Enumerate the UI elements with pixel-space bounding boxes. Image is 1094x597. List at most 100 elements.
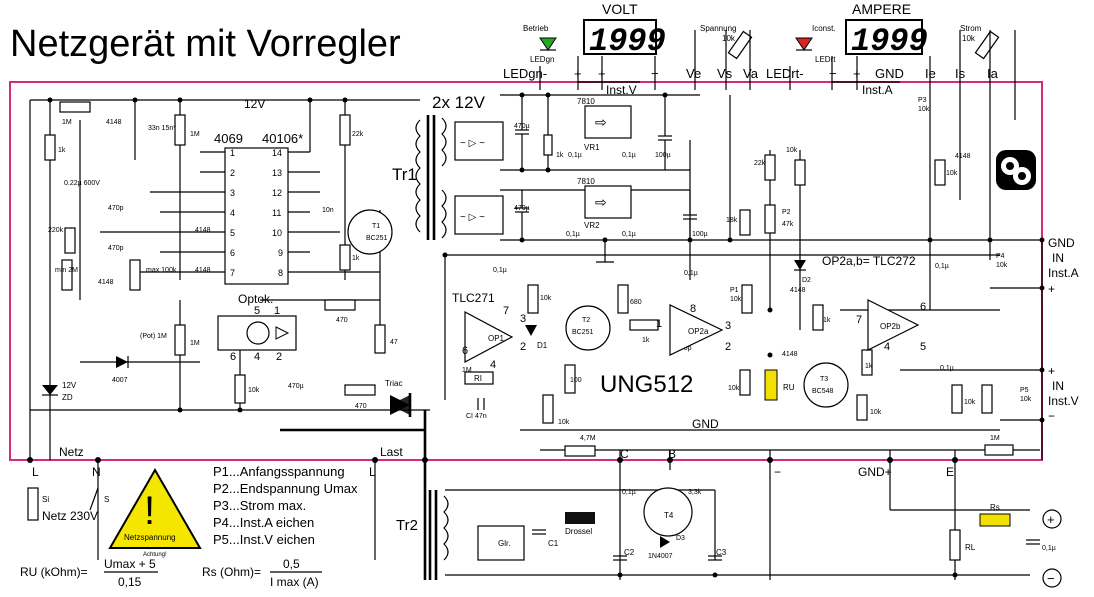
svg-text:OP2b: OP2b <box>880 322 901 331</box>
tlc271-label: TLC271 <box>452 291 495 305</box>
transformer-voltage-label: 2x 12V <box>432 93 486 112</box>
op1-pin3: 3 <box>520 313 526 325</box>
svg-text:T1: T1 <box>372 223 380 230</box>
ledrt-label: LEDrt <box>815 55 836 64</box>
ic-4069-label: 4069 <box>214 131 243 146</box>
betrieb-label: Betrieb <box>523 24 549 33</box>
c01u-b-label: 0,1µ <box>622 152 636 159</box>
transistor-t3-icon: T3 BC548 <box>803 362 849 408</box>
mains-label: Netz 230V <box>42 509 98 523</box>
triac-icon <box>390 393 412 417</box>
transistor-t2-icon: T2 BC251 <box>565 305 611 351</box>
svg-text:1k: 1k <box>642 337 650 344</box>
pot-legend: P1...Anfangsspannung P2...Endspannung Um… <box>213 464 358 547</box>
svg-text:4007: 4007 <box>112 377 128 384</box>
svg-text:2: 2 <box>276 351 282 363</box>
svg-text:4,7M: 4,7M <box>580 435 596 442</box>
ri-label: RI <box>474 374 482 383</box>
op2a-pin8: 8 <box>690 303 696 315</box>
svg-text:18k: 18k <box>726 217 738 224</box>
svg-text:OP2a: OP2a <box>688 327 709 336</box>
op2a-pin1: 1 <box>656 318 662 330</box>
terminal-is: Is <box>955 66 966 81</box>
vr2-type: 7810 <box>577 177 595 186</box>
svg-text:⇨: ⇨ <box>595 194 607 210</box>
svg-text:1k: 1k <box>58 147 66 154</box>
svg-text:10k: 10k <box>870 409 882 416</box>
led-green-icon <box>539 37 557 51</box>
svg-text:S: S <box>104 495 109 504</box>
node-e: E <box>946 465 954 479</box>
in-inst-v-label-1: IN <box>1052 379 1064 393</box>
output-terminal-plus-icon: + <box>1042 509 1062 529</box>
formula-ru: RU (kOhm)= Umax + 5 0,15 <box>20 557 158 589</box>
spannung-label: Spannung <box>700 24 736 33</box>
capacitor-c3: C3 <box>708 548 727 561</box>
svg-text:Glr.: Glr. <box>498 539 510 548</box>
svg-text:1: 1 <box>230 148 235 158</box>
terminal-ve: Ve <box>686 66 701 81</box>
svg-text:D3: D3 <box>676 535 685 542</box>
svg-text:1k: 1k <box>352 255 360 262</box>
legend-p5: P5...Inst.V eichen <box>213 532 315 547</box>
svg-text:47k: 47k <box>782 221 794 228</box>
ic-pin-labels: 1 2 3 4 5 6 7 14 13 12 11 10 9 8 <box>230 148 283 278</box>
op1-pin6: 6 <box>462 345 468 357</box>
output-terminal-minus-icon: − <box>1042 568 1062 588</box>
zd-label: 12V <box>62 381 77 390</box>
terminal-plus-2: + <box>598 66 606 81</box>
op2b-pin5: 5 <box>920 341 926 353</box>
terminal-plus-3: + <box>853 66 861 81</box>
ic-40106-label: 40106* <box>262 131 303 146</box>
svg-text:47: 47 <box>390 339 398 346</box>
node-n: N <box>92 465 101 479</box>
terminal-ie: Ie <box>925 66 936 81</box>
diode-4007-icon <box>80 356 200 368</box>
diode-d2-icon: D2 <box>794 260 811 284</box>
svg-text:RU (kOhm)=: RU (kOhm)= <box>20 565 88 579</box>
svg-text:1N4007: 1N4007 <box>648 553 673 560</box>
svg-text:0,1µ: 0,1µ <box>935 263 949 270</box>
svg-text:10k: 10k <box>730 296 742 303</box>
led-red-icon <box>795 37 813 51</box>
svg-text:(Pot) 1M: (Pot) 1M <box>140 333 167 340</box>
right-resistors <box>739 154 1014 456</box>
c01u-a-label: 0,1µ <box>568 152 582 159</box>
drossel-label: Drossel <box>565 527 592 536</box>
optok-label: Optok. <box>238 292 273 306</box>
warning-icon: ! Netzspannung Achtung! <box>108 467 202 558</box>
svg-text:470p: 470p <box>108 205 124 212</box>
svg-text:OP1: OP1 <box>488 334 505 343</box>
svg-text:Netzspannung: Netzspannung <box>124 533 176 542</box>
in-inst-a-label-2: Inst.A <box>1048 266 1079 280</box>
capacitor-c1: C1 <box>532 529 559 548</box>
svg-text:Achtung!: Achtung! <box>143 552 167 558</box>
svg-text:BC251: BC251 <box>572 329 594 336</box>
svg-text:13: 13 <box>272 168 282 178</box>
svg-text:P4: P4 <box>996 253 1005 260</box>
bridge-rectifier-2-icon: ~ ▷ ~ <box>454 195 504 235</box>
ampere-label: AMPERE <box>852 1 911 17</box>
strom-label: Strom <box>960 24 982 33</box>
svg-text:2: 2 <box>230 168 235 178</box>
in-inst-v-label-2: Inst.V <box>1048 394 1079 408</box>
r1k-c-label: 1k <box>556 152 564 159</box>
svg-text:min 2M: min 2M <box>55 267 78 274</box>
op2b-pin6: 6 <box>920 301 926 313</box>
svg-text:C2: C2 <box>624 548 635 557</box>
c01u-i-label: 0,1µ <box>622 489 636 496</box>
svg-text:22k: 22k <box>352 131 364 138</box>
svg-text:1M: 1M <box>62 119 72 126</box>
tr1-label: Tr1 <box>392 165 417 184</box>
r1m-e-label: 1M <box>462 367 472 374</box>
svg-text:0,5: 0,5 <box>283 557 300 571</box>
svg-text:4148: 4148 <box>106 119 122 126</box>
vr1-type: 7810 <box>577 97 595 106</box>
svg-text:10k: 10k <box>918 106 930 113</box>
op2a-icon: OP2a <box>669 304 724 356</box>
svg-text:Umax + 5: Umax + 5 <box>104 557 156 571</box>
rs-resistor <box>979 513 1011 527</box>
plus-a: + <box>1048 282 1055 296</box>
